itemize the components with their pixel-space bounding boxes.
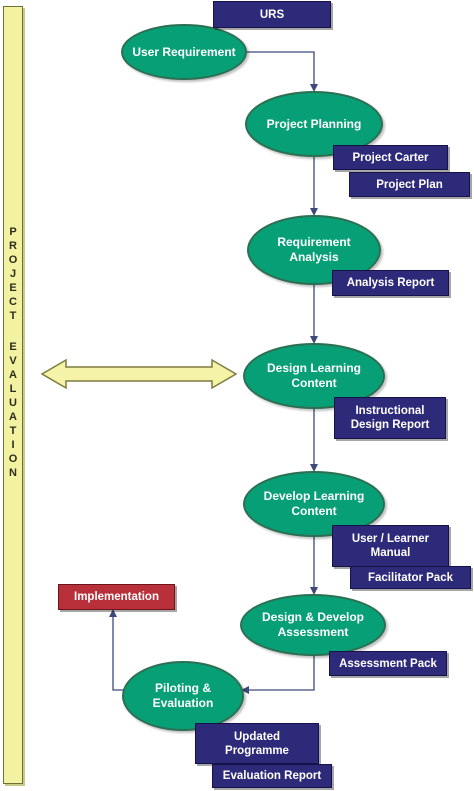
stage-label: Design Learning Content <box>266 361 361 390</box>
eval-letter: I <box>11 439 15 451</box>
document-updated-programme: Updated Programme <box>195 723 319 764</box>
eval-letter: E <box>9 282 17 294</box>
eval-letter: J <box>9 268 17 280</box>
stage-label: Develop Learning Content <box>263 489 365 518</box>
document-user-learner-manual: User / Learner Manual <box>332 525 449 567</box>
stage-design-develop-assessment: Design & Develop Assessment <box>240 594 386 656</box>
eval-letter: C <box>9 296 17 308</box>
document-facilitator-pack: Facilitator Pack <box>350 566 471 589</box>
document-evaluation-report: Evaluation Report <box>212 764 332 788</box>
stage-label: Requirement Analysis <box>277 235 351 264</box>
project-evaluation-bar: P R O J E C T E V A L U A T I O N <box>3 6 23 784</box>
eval-letter: T <box>9 425 17 437</box>
eval-letter: A <box>9 411 17 423</box>
implementation-box: Implementation <box>58 584 175 610</box>
project-evaluation-label: P R O J E C T E V A L U A T I O N <box>4 225 22 480</box>
stage-piloting-evaluation: Piloting & Evaluation <box>122 661 244 731</box>
stage-label: User Requirement <box>132 44 236 59</box>
eval-letter: L <box>9 383 17 395</box>
document-urs: URS <box>213 1 331 28</box>
eval-letter: O <box>8 453 18 465</box>
eval-letter: U <box>9 397 17 409</box>
document-project-plan: Project Plan <box>349 172 470 197</box>
document-instructional-design-report: Instructional Design Report <box>334 397 446 439</box>
connector-assessment-to-piloting <box>241 655 315 694</box>
document-analysis-report: Analysis Report <box>332 270 449 296</box>
connector-ur-to-planning <box>244 51 318 92</box>
document-project-carter: Project Carter <box>333 145 448 170</box>
eval-letter: O <box>8 254 18 266</box>
eval-letter: V <box>9 355 17 367</box>
document-assessment-pack: Assessment Pack <box>329 651 447 676</box>
eval-letter: R <box>9 240 17 252</box>
stage-user-requirement: User Requirement <box>121 24 247 80</box>
eval-letter: N <box>9 467 17 479</box>
eval-letter: P <box>9 226 17 238</box>
stage-label: Design & Develop Assessment <box>261 610 365 639</box>
eval-letter: T <box>9 310 17 322</box>
eval-letter: A <box>9 369 17 381</box>
eval-letter: E <box>9 341 17 353</box>
stage-label: Piloting & Evaluation <box>152 681 214 710</box>
double-arrow-icon <box>40 358 238 390</box>
stage-label: Project Planning <box>266 116 362 131</box>
connector-piloting-to-implementation <box>109 609 124 691</box>
